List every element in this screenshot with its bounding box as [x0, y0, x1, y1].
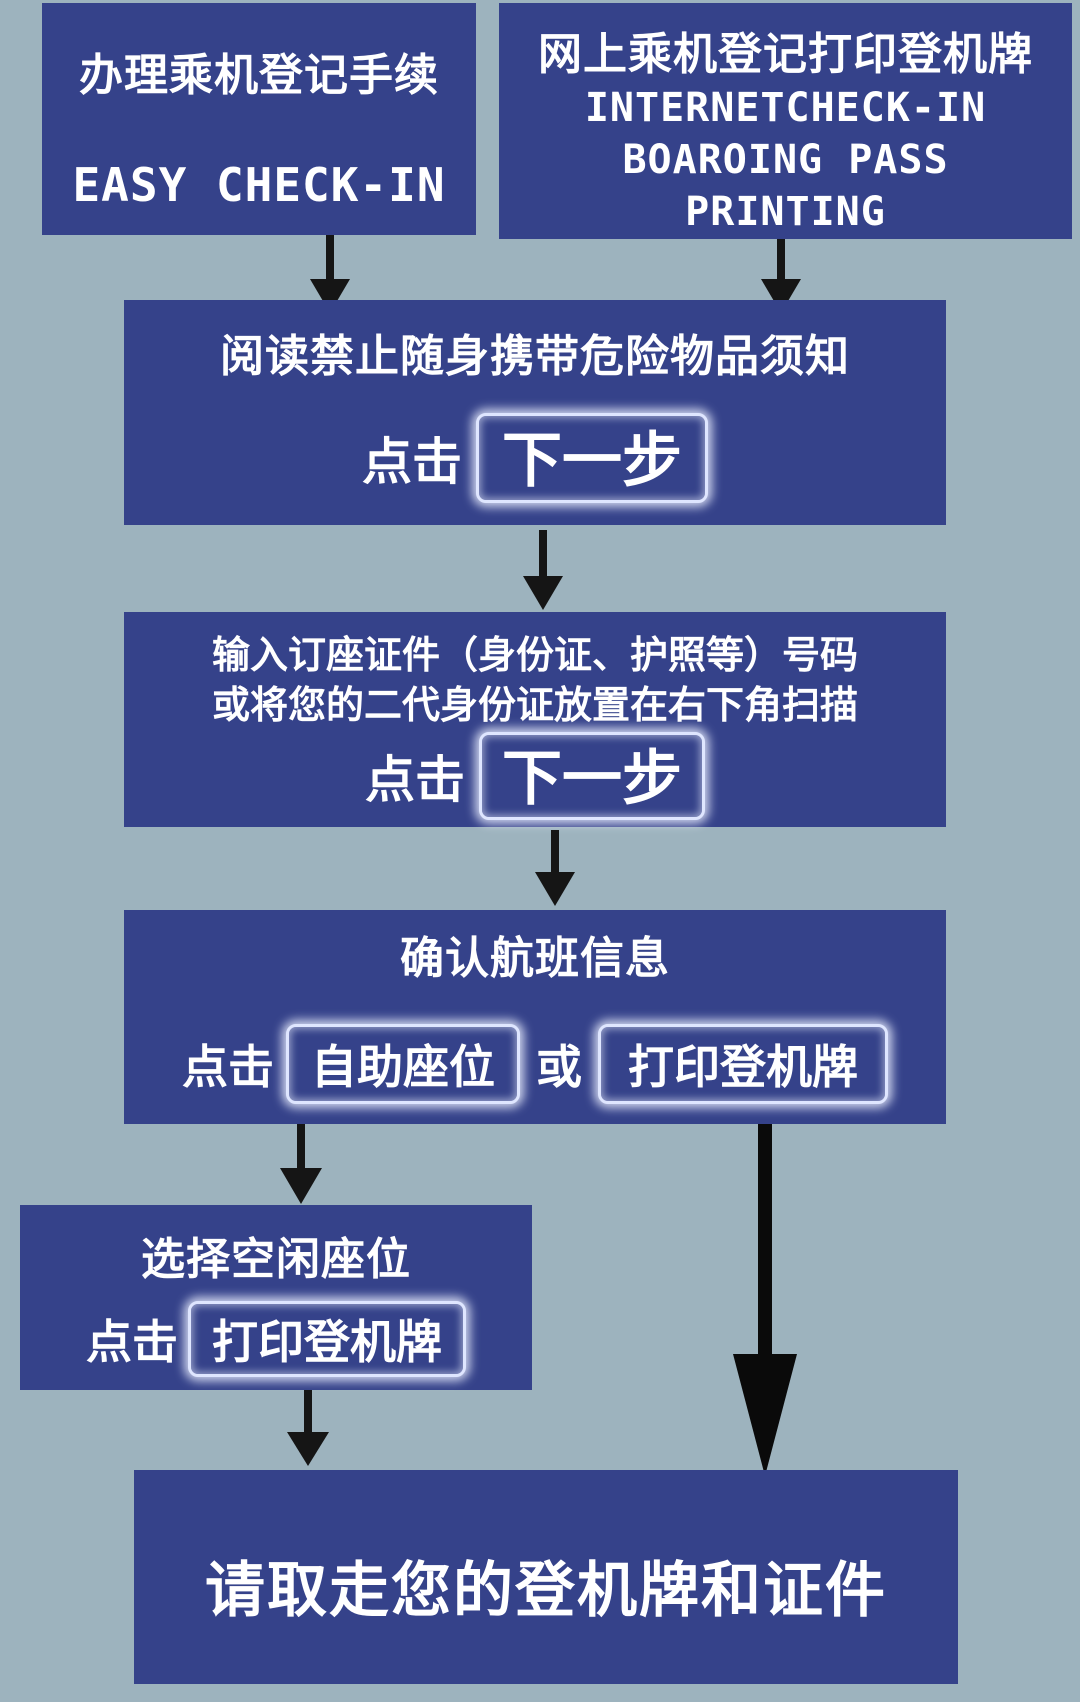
click-label: 点击 [86, 1315, 178, 1369]
confirm-flight-click-row: 点击 自助座位 或 打印登机牌 [124, 1020, 946, 1108]
read-notice-click-row: 点击 下一步 [124, 410, 946, 506]
final-box: 请取走您的登机牌和证件 [134, 1470, 958, 1684]
self-seat-button[interactable]: 自助座位 [286, 1024, 520, 1104]
arrow-id-to-confirm [535, 830, 575, 906]
select-seat-click-row: 点击 打印登机牌 [20, 1297, 532, 1381]
arrow-confirm-to-final [733, 1124, 797, 1476]
arrow-confirm-to-seat [280, 1124, 322, 1204]
print-boarding-pass-button[interactable]: 打印登机牌 [598, 1024, 888, 1104]
final-title: 请取走您的登机牌和证件 [205, 1556, 887, 1626]
or-label: 或 [536, 1040, 582, 1094]
internet-checkin-line1: INTERNETCHECK-IN [584, 85, 987, 131]
print-boarding-pass-button[interactable]: 打印登机牌 [188, 1301, 466, 1377]
next-step-button[interactable]: 下一步 [476, 413, 708, 503]
read-notice-title: 阅读禁止随身携带危险物品须知 [220, 331, 850, 382]
next-step-button[interactable]: 下一步 [479, 732, 705, 820]
enter-id-line1: 输入订座证件（身份证、护照等）号码 [211, 633, 858, 677]
arrow-read-to-id [523, 530, 563, 610]
click-label: 点击 [365, 751, 465, 809]
arrow-seat-to-final [287, 1390, 329, 1466]
arrow-left-to-read [310, 235, 350, 313]
enter-id-click-row: 点击 下一步 [124, 730, 946, 822]
click-label: 点击 [182, 1040, 274, 1094]
internet-checkin-title: 网上乘机登记打印登机牌 [538, 29, 1033, 80]
click-label: 点击 [362, 433, 462, 491]
easy-checkin-subtitle: EASY CHECK-IN [72, 158, 446, 212]
confirm-flight-box: 确认航班信息 点击 自助座位 或 打印登机牌 [124, 910, 946, 1124]
easy-checkin-box: 办理乘机登记手续 EASY CHECK-IN [42, 3, 476, 235]
internet-checkin-line2: BOAROING PASS [622, 137, 949, 183]
internet-checkin-line3: PRINTING [685, 189, 886, 235]
read-notice-box: 阅读禁止随身携带危险物品须知 点击 下一步 [124, 300, 946, 525]
enter-id-line2: 或将您的二代身份证放置在右下角扫描 [211, 683, 858, 727]
internet-checkin-box: 网上乘机登记打印登机牌 INTERNETCHECK-IN BOAROING PA… [499, 3, 1072, 239]
confirm-flight-title: 确认航班信息 [400, 933, 670, 984]
easy-checkin-title: 办理乘机登记手续 [79, 50, 439, 101]
arrow-right-to-read [761, 239, 801, 313]
enter-id-box: 输入订座证件（身份证、护照等）号码 或将您的二代身份证放置在右下角扫描 点击 下… [124, 612, 946, 827]
select-seat-box: 选择空闲座位 点击 打印登机牌 [20, 1205, 532, 1390]
select-seat-title: 选择空闲座位 [141, 1234, 411, 1285]
